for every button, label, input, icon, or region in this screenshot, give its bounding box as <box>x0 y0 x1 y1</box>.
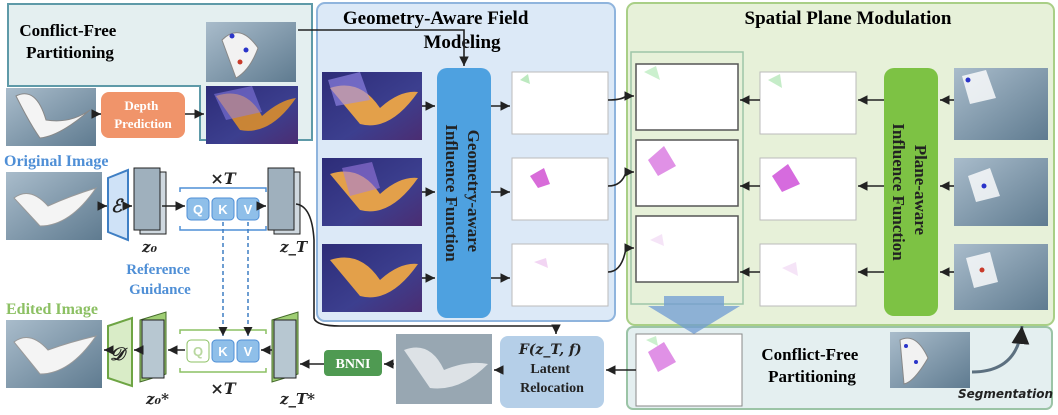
geometry-field-2 <box>511 157 609 221</box>
zT-label: z_T <box>279 238 309 256</box>
geometry-field-3 <box>511 243 609 307</box>
decoder-block <box>107 316 133 388</box>
connectors <box>91 29 954 375</box>
latent-z0-star <box>139 311 167 383</box>
spatial-title: Spatial Plane Modulation <box>745 8 952 29</box>
plane-field-1 <box>759 71 857 135</box>
plane-field-3 <box>759 243 857 307</box>
conflict-free-output <box>635 333 743 407</box>
reference-line1: Reference <box>126 262 190 278</box>
conflict-free-bottom-line2: Partitioning <box>768 367 856 386</box>
latent-relocation-label: F(z_T, f) Latent Relocation <box>518 342 585 396</box>
partition-image-top <box>206 22 296 82</box>
depth-prediction-box <box>101 92 185 138</box>
geometry-title-line1: Geometry-Aware Field <box>343 8 529 29</box>
k-top-label: K <box>218 202 228 217</box>
geometry-influence-line1: Geometry-aware <box>464 130 483 253</box>
reference-dashes <box>218 222 253 336</box>
v-top-label: V <box>244 202 253 217</box>
spatial-output-1 <box>635 63 739 131</box>
times-t-bottom: ×T <box>210 379 236 398</box>
geometry-influence-box <box>437 68 491 318</box>
v-bottom-label: V <box>244 344 253 359</box>
plane-image-1 <box>954 68 1048 140</box>
zT-star-label: z_T* <box>279 390 315 408</box>
segmentation-label: Segmentation <box>958 387 1053 401</box>
reference-line2: Guidance <box>129 282 191 298</box>
geometry-title: Geometry-Aware Field Modeling <box>343 8 533 53</box>
segmentation-arrow <box>971 325 1030 374</box>
edited-image-label: Edited Image <box>6 301 98 318</box>
plane-influence-box <box>884 68 938 316</box>
encoder-symbol: ℰ <box>111 196 124 217</box>
depth-line2: Prediction <box>114 116 172 131</box>
geometry-influence-line2: Influence Function <box>442 124 461 262</box>
latent-line2: Latent <box>530 362 570 377</box>
original-image <box>6 172 102 240</box>
conflict-free-top-line2: Partitioning <box>26 43 114 62</box>
z0-label: z₀ <box>141 238 158 256</box>
k-bottom-label: K <box>218 344 228 359</box>
big-down-arrow <box>648 296 740 334</box>
latent-line3: Relocation <box>520 381 584 396</box>
geometry-image-3 <box>322 244 422 312</box>
spatial-output-2 <box>635 139 739 207</box>
bnni-box <box>324 350 382 376</box>
geometry-title-line2: Modeling <box>423 32 501 53</box>
plane-image-3 <box>954 244 1048 310</box>
noisy-image <box>396 334 492 404</box>
encoder-block <box>107 168 129 242</box>
geometry-image-1 <box>322 72 422 140</box>
conflict-free-top-line1: Conflict-Free <box>19 21 116 40</box>
q-bottom-label: Q <box>193 344 203 359</box>
plane-image-2 <box>954 158 1048 226</box>
reference-guidance: Reference Guidance <box>126 262 194 298</box>
latent-zT <box>267 167 301 235</box>
plane-field-2 <box>759 157 857 221</box>
latent-z0 <box>133 167 167 235</box>
segmentation-image <box>890 332 970 388</box>
plane-influence-line2: Influence Function <box>889 123 908 261</box>
conflict-free-top-title: Conflict-Free Partitioning <box>19 21 120 62</box>
depth-image <box>206 86 298 144</box>
original-image-label: Original Image <box>4 153 108 170</box>
k-bottom <box>211 339 235 363</box>
latent-relocation-box <box>500 336 604 408</box>
geometry-image-2 <box>322 158 422 226</box>
bnni-label: BNNI <box>335 357 370 372</box>
plane-influence-label: Plane-aware Influence Function <box>889 123 930 261</box>
latent-zT-star <box>271 311 299 383</box>
v-bottom <box>236 339 260 363</box>
spatial-output-3 <box>635 215 739 283</box>
attention-top: Q K V <box>179 187 267 231</box>
attention-bottom: Q K V <box>179 329 267 373</box>
q-bottom <box>186 339 210 363</box>
z0-star-label: z₀* <box>145 390 169 408</box>
q-top-label: Q <box>193 202 203 217</box>
plane-influence-line1: Plane-aware <box>911 145 930 236</box>
conflict-free-bottom-line1: Conflict-Free <box>761 345 858 364</box>
geometry-field-1 <box>511 71 609 135</box>
conflict-free-bottom-title: Conflict-Free Partitioning <box>761 345 862 386</box>
q-top <box>186 197 210 221</box>
depth-line1: Depth <box>124 98 159 113</box>
k-top <box>211 197 235 221</box>
input-image-top-left <box>6 88 96 146</box>
geometry-influence-label: Geometry-aware Influence Function <box>442 124 483 262</box>
depth-prediction-label: Depth Prediction <box>114 98 172 131</box>
edited-image <box>6 320 102 388</box>
times-t-top: ×T <box>210 169 236 188</box>
decoder-symbol: 𝒟 <box>110 344 128 365</box>
latent-line1: F(z_T, f) <box>518 342 582 358</box>
